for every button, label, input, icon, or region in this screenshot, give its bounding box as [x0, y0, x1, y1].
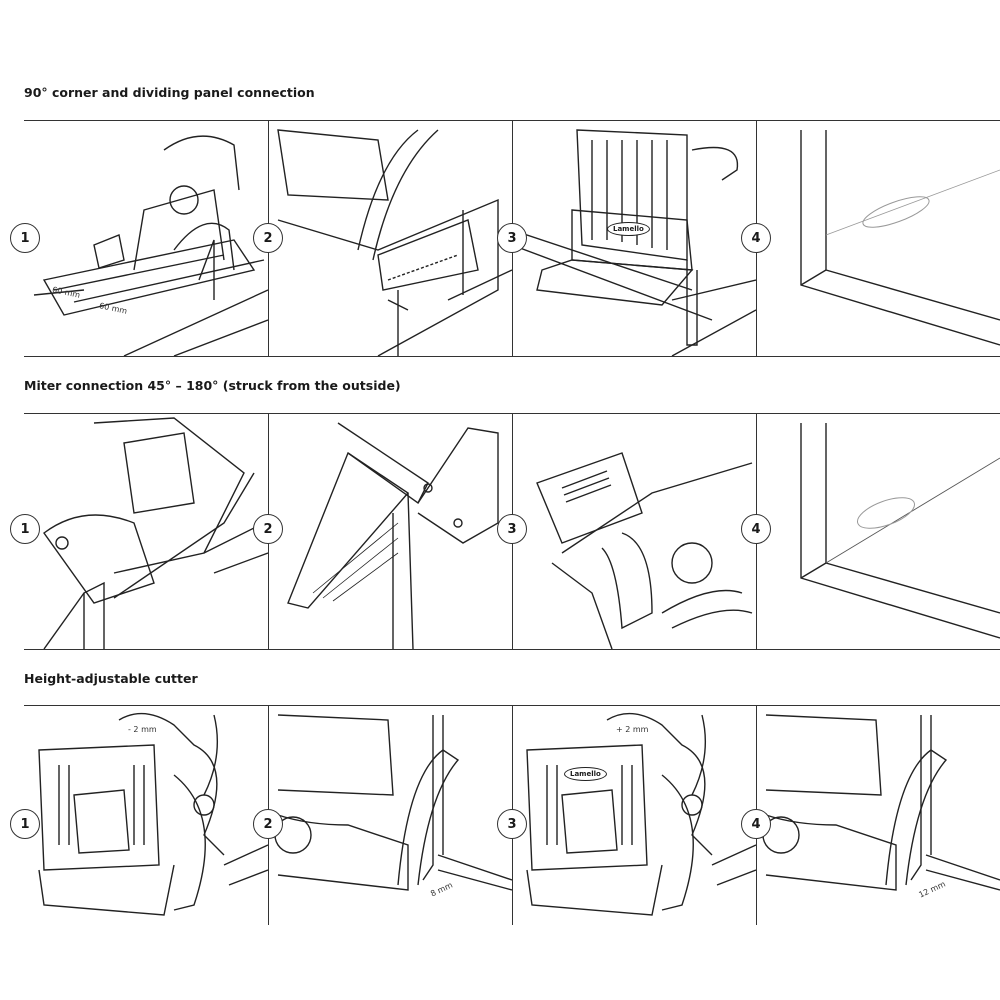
step-number-badge: 2	[253, 514, 283, 544]
step-number-badge: 3	[497, 809, 527, 839]
dimension-label: + 2 mm	[616, 725, 649, 734]
illustration-miter-fence	[268, 413, 512, 650]
illustration-miter-tilted-joiner	[24, 413, 269, 650]
illustration-fence-vertical: Lamello	[511, 120, 757, 357]
section-corner-connection: 60 mm 60 mm Lamello	[0, 120, 1000, 357]
step-number-badge: 4	[741, 809, 771, 839]
section-title-height-adjustable-cutter: Height-adjustable cutter	[24, 671, 198, 686]
step-number-badge: 3	[497, 514, 527, 544]
step-number-badge: 1	[10, 809, 40, 839]
step-number-badge: 1	[10, 223, 40, 253]
step-number-badge: 1	[10, 514, 40, 544]
step-number-badge: 2	[253, 809, 283, 839]
brand-logo: Lamello	[564, 767, 607, 781]
step-number-badge: 2	[253, 223, 283, 253]
section-title-corner-connection: 90° corner and dividing panel connection	[24, 85, 315, 100]
divider	[24, 649, 1000, 650]
illustration-cutter-front-plus: + 2 mm Lamello	[512, 705, 757, 925]
illustration-cutter-side-12mm: 12 mm	[756, 705, 1000, 925]
illustration-cutter-front-minus: - 2 mm	[24, 705, 269, 925]
step-number-badge: 4	[741, 514, 771, 544]
illustration-miter-fence-adjust	[512, 413, 756, 650]
illustration-miter-joint-result	[756, 413, 1000, 649]
illustration-corner-joint-result	[756, 120, 1000, 356]
dimension-label: - 2 mm	[128, 725, 157, 734]
section-height-adjustable-cutter: - 2 mm 8 mm + 2 mm Lamello	[0, 705, 1000, 925]
illustration-fence-scale	[268, 120, 513, 357]
step-number-badge: 3	[497, 223, 527, 253]
brand-logo: Lamello	[607, 222, 650, 236]
illustration-cutter-side-8mm: 8 mm	[268, 705, 513, 925]
section-title-miter-connection: Miter connection 45° – 180° (struck from…	[24, 378, 401, 393]
section-miter-connection: 1 2 3 4	[0, 413, 1000, 650]
divider	[24, 356, 1000, 357]
step-number-badge: 4	[741, 223, 771, 253]
illustration-biscuit-joiner-corner: 60 mm 60 mm	[24, 120, 269, 357]
